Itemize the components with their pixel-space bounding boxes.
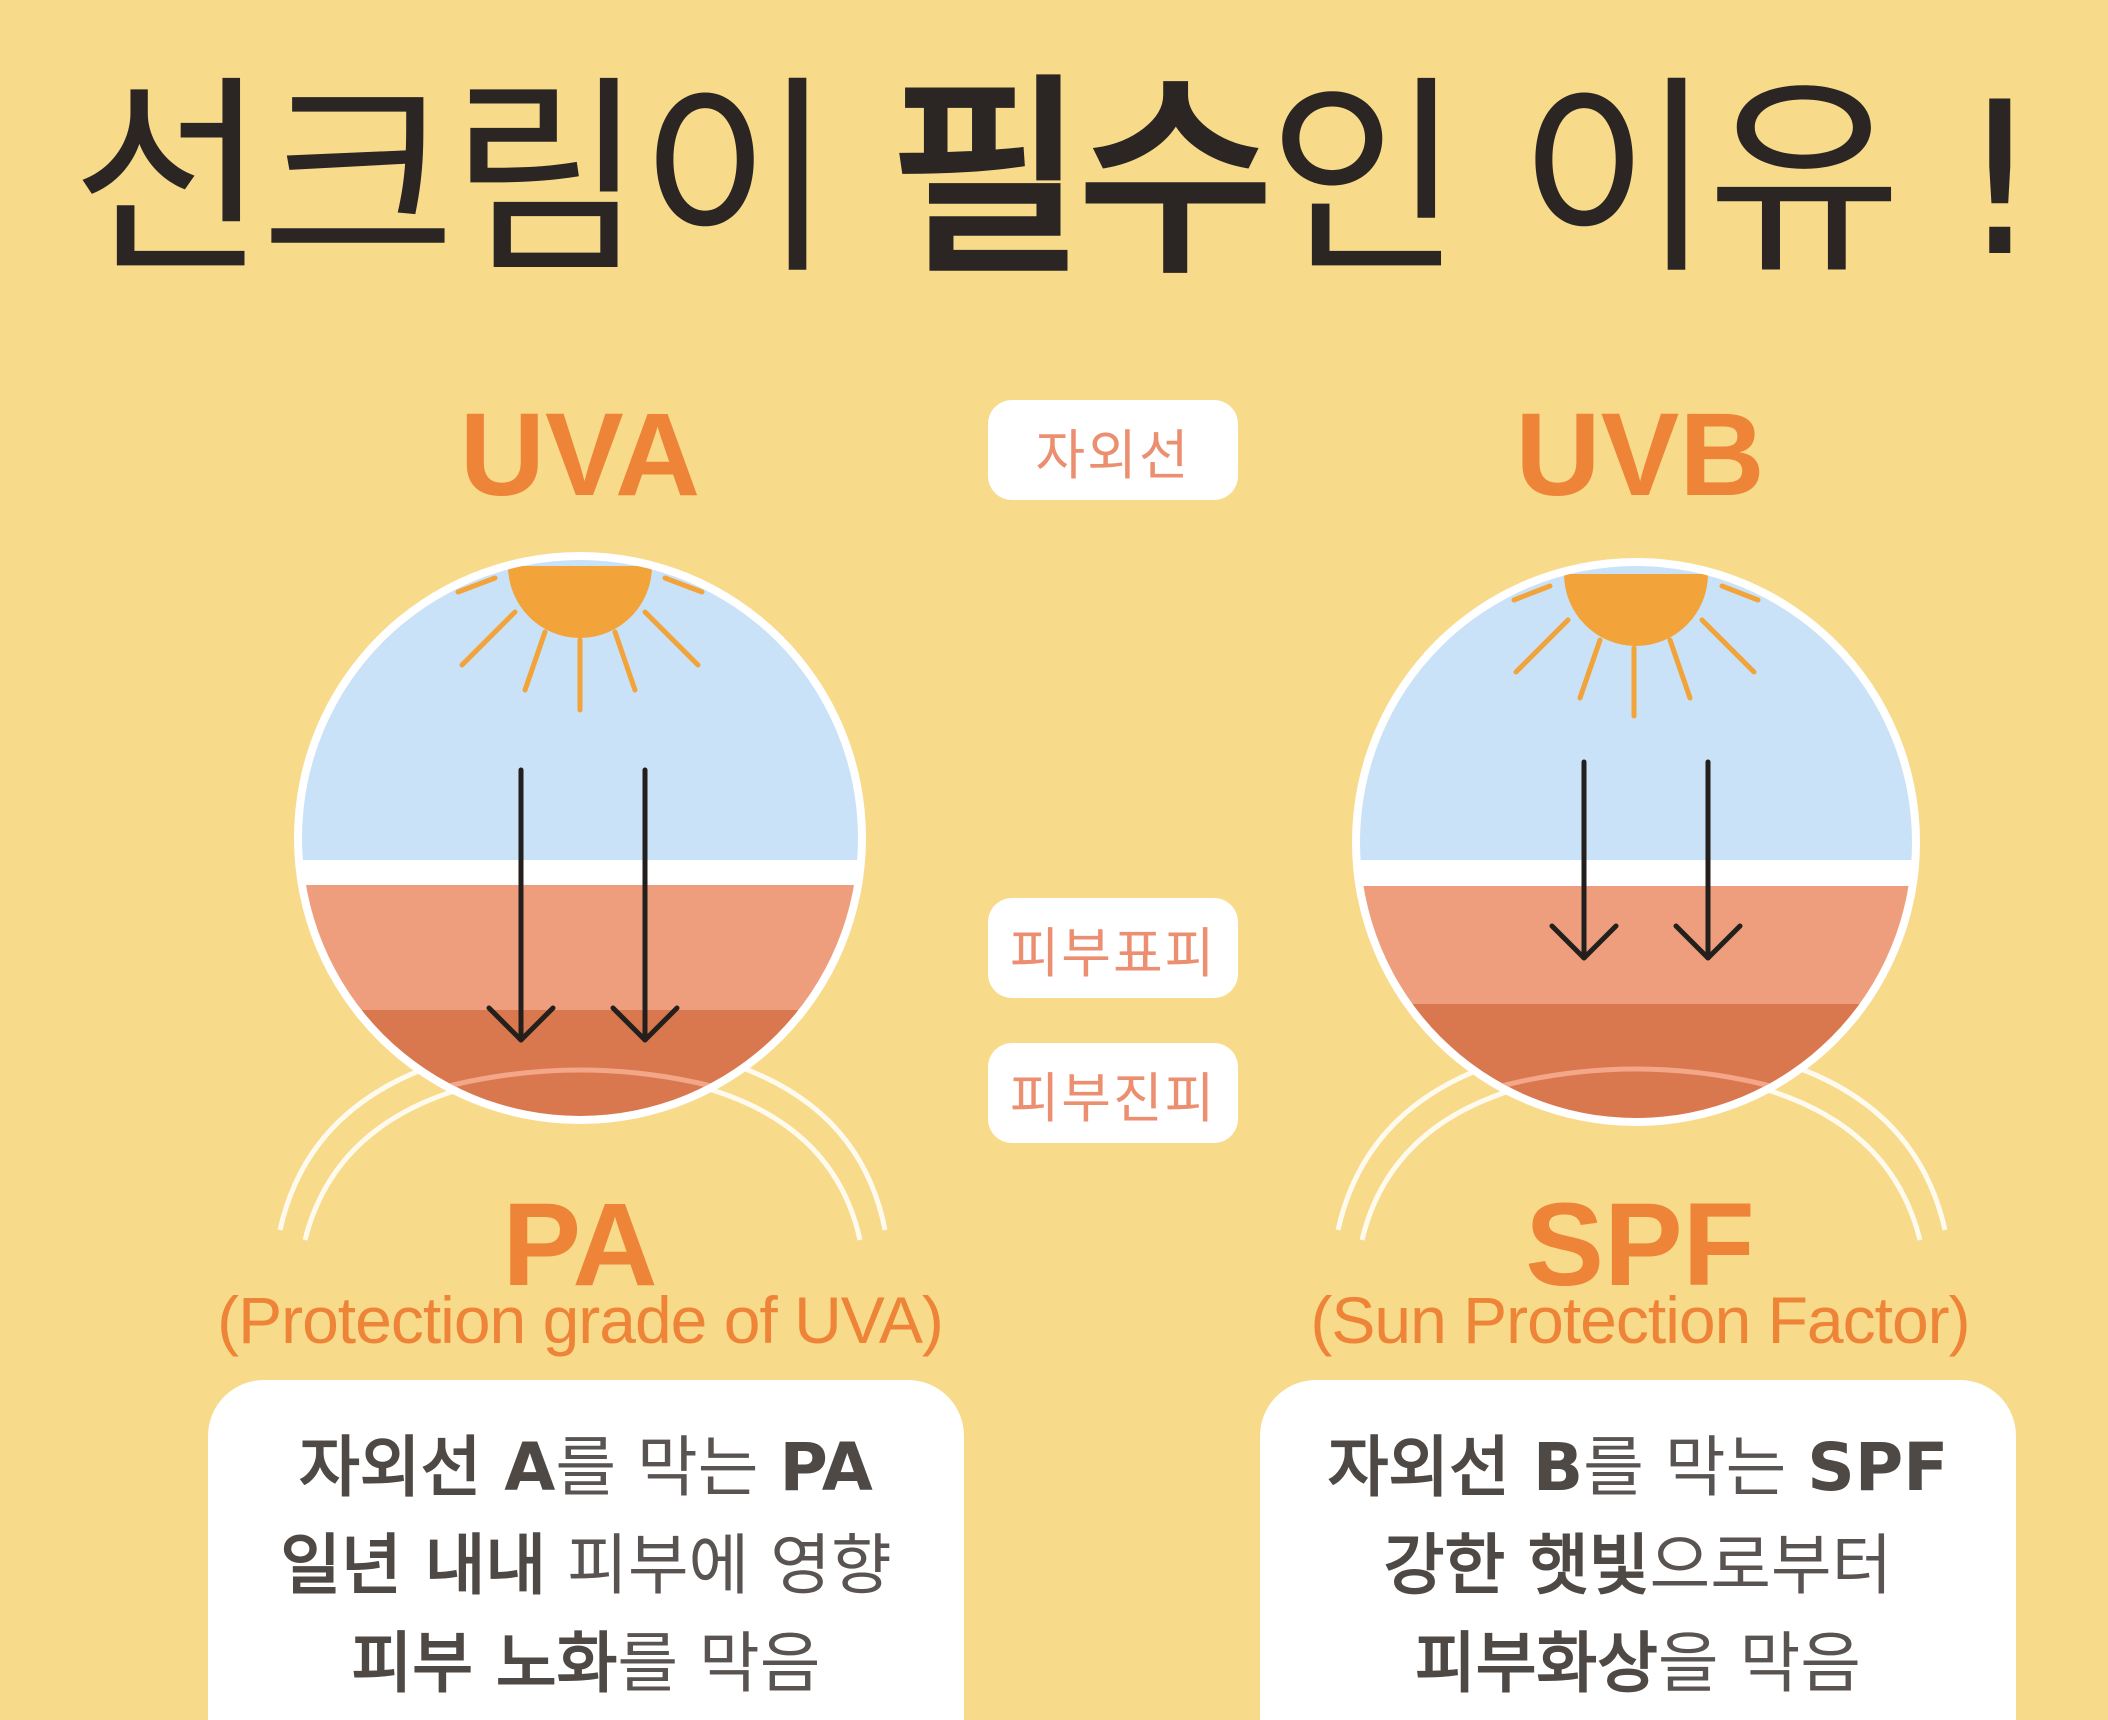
pa-heading: PA	[502, 1179, 658, 1311]
title-part-1: 선크림이	[71, 56, 890, 303]
spf-card-line-3: 피부화상을 막음	[1260, 1624, 2016, 1704]
pa-card-line-3: 피부 노화를 막음	[208, 1624, 964, 1704]
uva-heading: UVA	[459, 389, 701, 521]
spf-subtitle: (Sun Protection Factor)	[1310, 1283, 1970, 1357]
spf-line3-bold: 피부화상	[1414, 1625, 1658, 1702]
spf-line2-bold: 강한 햇빛	[1383, 1527, 1650, 1604]
dermis-label-pill: 피부진피	[988, 1043, 1238, 1143]
spf-card-line-1: 자외선 B를 막는 SPF	[1260, 1428, 2016, 1508]
dermis-label: 피부진피	[1009, 1066, 1217, 1130]
pa-description-card: 자외선 A를 막는 PA 일년 내내 피부에 영향 피부 노화를 막음	[208, 1380, 964, 1720]
epidermis-label: 피부표피	[1009, 921, 1217, 985]
spf-line1-bold-1: 자외선 B	[1327, 1429, 1584, 1506]
pa-line2-text: 피부에 영향	[546, 1527, 892, 1604]
spf-line3-text: 을 막음	[1657, 1625, 1862, 1702]
spf-line1-text: 를 막는	[1583, 1429, 1808, 1506]
title-part-2: 인 이유 !	[1267, 56, 2042, 303]
uv-label: 자외선	[1035, 423, 1191, 487]
pa-card-line-2: 일년 내내 피부에 영향	[208, 1526, 964, 1606]
pa-line1-bold-2: PA	[779, 1429, 873, 1506]
spf-heading: SPF	[1525, 1179, 1755, 1311]
pa-line2-bold: 일년 내내	[280, 1527, 547, 1604]
uv-label-pill: 자외선	[988, 400, 1238, 500]
skin-diagram	[277, 552, 1948, 1241]
uvb-sun-rays	[1511, 583, 1761, 719]
pa-line3-bold: 피부 노화	[351, 1625, 618, 1702]
title-bold: 필수	[889, 56, 1273, 303]
uvb-sun	[1564, 574, 1708, 646]
uva-sun-rays	[455, 575, 705, 713]
spf-card-line-2: 강한 햇빛으로부터	[1260, 1526, 2016, 1606]
uva-arrows	[486, 767, 680, 1043]
spf-description-card: 자외선 B를 막는 SPF 강한 햇빛으로부터 피부화상을 막음	[1260, 1380, 2016, 1720]
pa-card-line-1: 자외선 A를 막는 PA	[208, 1428, 964, 1508]
spf-line1-bold-2: SPF	[1807, 1429, 1949, 1506]
uvb-skin-circle	[1335, 558, 1948, 1241]
uva-skin-circle	[277, 552, 888, 1241]
pa-line3-text: 를 막음	[617, 1625, 821, 1702]
pa-line1-bold-1: 자외선 A	[299, 1429, 556, 1506]
uvb-heading: UVB	[1515, 389, 1765, 521]
uva-sun	[508, 566, 652, 638]
spf-line2-text: 으로부터	[1649, 1527, 1893, 1604]
uvb-arrows	[1549, 759, 1743, 961]
page-title: 선크림이 필수인 이유 !	[0, 70, 2108, 290]
epidermis-label-pill: 피부표피	[988, 898, 1238, 998]
pa-line1-text: 를 막는	[555, 1429, 780, 1506]
pa-subtitle: (Protection grade of UVA)	[217, 1283, 944, 1357]
